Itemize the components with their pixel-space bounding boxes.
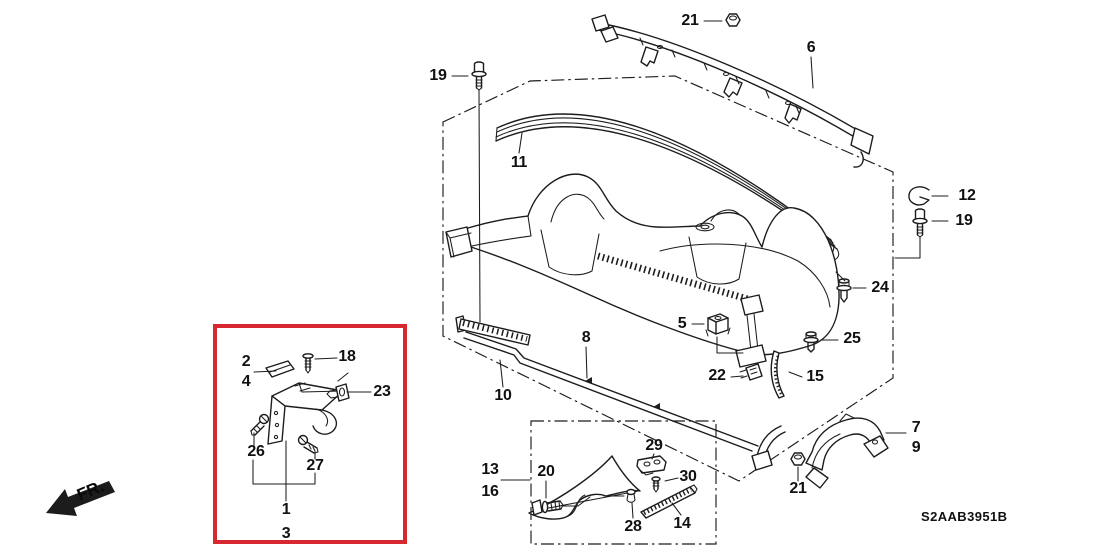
leader-lines	[252, 20, 949, 519]
part-callout-15: 15	[806, 368, 824, 385]
part-14-strip	[640, 484, 698, 519]
part-callout-16: 16	[481, 483, 499, 500]
part-callout-9: 9	[911, 439, 921, 456]
bolt-19-top-icon	[471, 61, 487, 91]
bolt-20-icon	[531, 499, 564, 516]
fr-direction-arrow: FR.	[46, 476, 115, 516]
part-callout-5: 5	[677, 315, 687, 332]
part-callout-7: 7	[911, 419, 921, 436]
nut-21-top-icon	[725, 13, 741, 27]
part-2-4-cap	[265, 360, 295, 378]
part-callout-3: 3	[281, 525, 291, 542]
diagram-code: S2AAB3951B	[921, 509, 1008, 524]
bolt-19-right-icon	[912, 208, 928, 238]
screw-30-icon	[651, 476, 661, 493]
push-clip-25-icon	[803, 331, 819, 353]
part-callout-19-right: 19	[955, 212, 973, 229]
part-callout-25: 25	[843, 330, 861, 347]
part-callout-27: 27	[306, 457, 324, 474]
part-callout-13: 13	[481, 461, 499, 478]
part-callout-18: 18	[338, 348, 356, 365]
part-tray-assembly	[445, 173, 840, 368]
part-callout-23: 23	[373, 383, 391, 400]
part-callout-12: 12	[958, 187, 976, 204]
grommet-23-icon	[326, 383, 350, 402]
assembly-frame-lines	[442, 75, 894, 545]
part-1-3-bracket	[267, 382, 344, 445]
part-callout-22: 22	[708, 367, 726, 384]
part-callout-26: 26	[247, 443, 265, 460]
part-8-10-rail	[455, 315, 786, 471]
grommet-5-icon	[705, 313, 731, 337]
clip-12-icon	[908, 186, 930, 206]
serration-hatch	[462, 320, 528, 342]
part-callout-2: 2	[241, 353, 251, 370]
part-7-9-bracket	[805, 413, 889, 489]
nut-21-bottom-icon	[790, 452, 806, 466]
part-callout-1: 1	[281, 501, 291, 518]
part-callout-8: 8	[581, 329, 591, 346]
part-callout-24: 24	[871, 279, 889, 296]
part-callout-11: 11	[510, 154, 528, 171]
part-callout-19-top: 19	[429, 67, 447, 84]
clip-28-icon	[626, 488, 636, 503]
part-callout-21-top: 21	[681, 12, 699, 29]
part-callout-10: 10	[494, 387, 512, 404]
part-callout-20: 20	[537, 463, 555, 480]
screw-18-icon	[302, 353, 314, 374]
clip-22-icon	[739, 363, 763, 381]
part-callout-30: 30	[679, 468, 697, 485]
bracket-29-icon	[636, 455, 667, 476]
part-callout-29: 29	[645, 437, 663, 454]
part-callout-6: 6	[806, 39, 816, 56]
screw-26-icon	[250, 413, 270, 436]
part-callout-14: 14	[673, 515, 691, 532]
part-callout-28: 28	[624, 518, 642, 535]
part-callout-21-bottom: 21	[789, 480, 807, 497]
highlight-box	[213, 324, 407, 544]
part-6-rail	[591, 14, 874, 168]
part-callout-4: 4	[241, 373, 251, 390]
part-15-strip	[770, 350, 785, 399]
part-11-weatherstrip	[495, 113, 840, 261]
push-clip-24-icon	[836, 278, 852, 303]
fr-label: FR.	[74, 476, 107, 504]
screw-27-icon	[297, 434, 319, 454]
detail-box-frame	[530, 420, 717, 545]
